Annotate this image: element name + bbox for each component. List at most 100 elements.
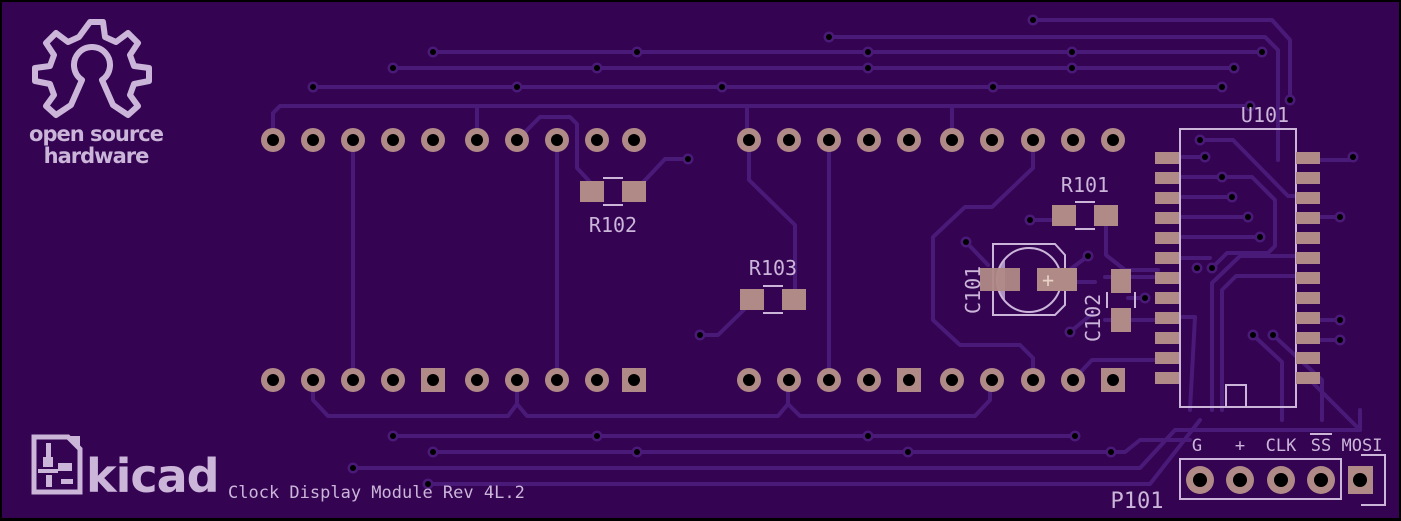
via-drill xyxy=(430,449,436,455)
drill-hole xyxy=(471,134,483,146)
drill-hole xyxy=(1067,134,1079,146)
drill-hole xyxy=(471,374,483,386)
oshw-logo: open source hardware xyxy=(29,19,165,168)
capacitor-c101: + C101 xyxy=(961,243,1077,316)
via-drill xyxy=(1085,253,1091,259)
drill-hole xyxy=(628,134,640,146)
via-drill xyxy=(1231,65,1237,71)
smd-pad xyxy=(1111,269,1131,293)
drill-hole xyxy=(1314,473,1328,487)
ref-r103: R103 xyxy=(749,256,797,280)
connector-pads xyxy=(1186,466,1373,494)
via-drill xyxy=(1219,174,1225,180)
via-drill xyxy=(865,65,871,71)
drill-hole xyxy=(903,374,915,386)
kicad-logo: kicad xyxy=(31,434,220,503)
via-drill xyxy=(1197,137,1203,143)
drill-hole xyxy=(387,374,399,386)
ic-pad xyxy=(1155,212,1179,224)
pin-label-ss: SS xyxy=(1311,436,1331,456)
trace xyxy=(1251,333,1284,422)
drill-hole xyxy=(307,374,319,386)
via-drill xyxy=(594,433,600,439)
via-drill xyxy=(826,34,832,40)
kicad-icon xyxy=(31,434,83,495)
drill-hole xyxy=(1067,374,1079,386)
ic-pad xyxy=(1155,312,1179,324)
drill-hole xyxy=(551,374,563,386)
trace xyxy=(351,408,1362,470)
ic-pad xyxy=(1296,352,1320,364)
ic-pad xyxy=(1296,172,1320,184)
connector-pin-labels: G + CLK SS MOSI xyxy=(1192,433,1383,456)
drill-hole xyxy=(783,374,795,386)
ic-pad xyxy=(1155,272,1179,284)
trace xyxy=(747,138,797,302)
ref-r101: R101 xyxy=(1061,173,1109,197)
ic-pad xyxy=(1296,192,1320,204)
trace xyxy=(515,115,592,184)
resistor-r101: R101 xyxy=(1052,173,1118,230)
trace xyxy=(1210,254,1310,412)
drill-hole xyxy=(946,134,958,146)
smd-pad xyxy=(1094,205,1118,226)
drill-hole xyxy=(1353,473,1367,487)
ic-pad xyxy=(1155,332,1179,344)
trace xyxy=(311,378,992,418)
ic-pad xyxy=(1155,172,1179,184)
pin-label-mosi: MOSI xyxy=(1342,436,1383,456)
drill-hole xyxy=(986,374,998,386)
trace xyxy=(1220,274,1310,412)
via-drill xyxy=(1287,97,1293,103)
ref-c101: C101 xyxy=(961,266,985,314)
resistor-r102: R102 xyxy=(580,177,646,237)
drill-hole xyxy=(267,374,279,386)
trace xyxy=(698,297,757,337)
via-drill xyxy=(865,49,871,55)
trace xyxy=(827,35,1280,162)
drill-hole xyxy=(591,374,603,386)
drill-hole xyxy=(1233,473,1247,487)
oshw-text-line2: hardware xyxy=(44,144,149,168)
ref-c102: C102 xyxy=(1081,294,1105,342)
ic-pad xyxy=(1155,232,1179,244)
drill-hole xyxy=(863,134,875,146)
via-drill xyxy=(1337,214,1343,220)
via-drill xyxy=(719,84,725,90)
drill-hole xyxy=(823,134,835,146)
smd-pad xyxy=(980,268,1020,291)
via-drill xyxy=(865,433,871,439)
ic-pad xyxy=(1155,192,1179,204)
drill-hole xyxy=(1027,374,1039,386)
via-drill xyxy=(685,156,691,162)
via-drill xyxy=(697,332,703,338)
ref-u101: U101 xyxy=(1241,103,1289,127)
trace xyxy=(1031,18,1292,102)
oshw-text-line1: open source xyxy=(29,122,164,146)
drill-hole xyxy=(946,374,958,386)
drill-hole xyxy=(1107,134,1119,146)
via-drill xyxy=(1250,332,1256,338)
traces xyxy=(271,18,1362,486)
display-footprint xyxy=(737,128,1125,392)
via-drill xyxy=(1270,332,1276,338)
via-drill xyxy=(390,433,396,439)
smd-pad xyxy=(1037,268,1077,291)
via-drill xyxy=(1209,265,1215,271)
drill-hole xyxy=(743,374,755,386)
drill-hole xyxy=(1193,473,1207,487)
ref-p101: P101 xyxy=(1111,489,1164,514)
ic-pad xyxy=(1296,272,1320,284)
via-drill xyxy=(990,84,996,90)
ic-pads xyxy=(1155,152,1320,384)
via-drill xyxy=(1194,265,1200,271)
drill-hole xyxy=(267,134,279,146)
trace xyxy=(1271,333,1324,422)
display-footprint xyxy=(261,128,646,392)
capacitor-c102: C102 xyxy=(1081,269,1136,342)
via-drill xyxy=(1202,154,1208,160)
via-drill xyxy=(1245,214,1251,220)
via-drill xyxy=(1229,194,1235,200)
drill-hole xyxy=(903,134,915,146)
